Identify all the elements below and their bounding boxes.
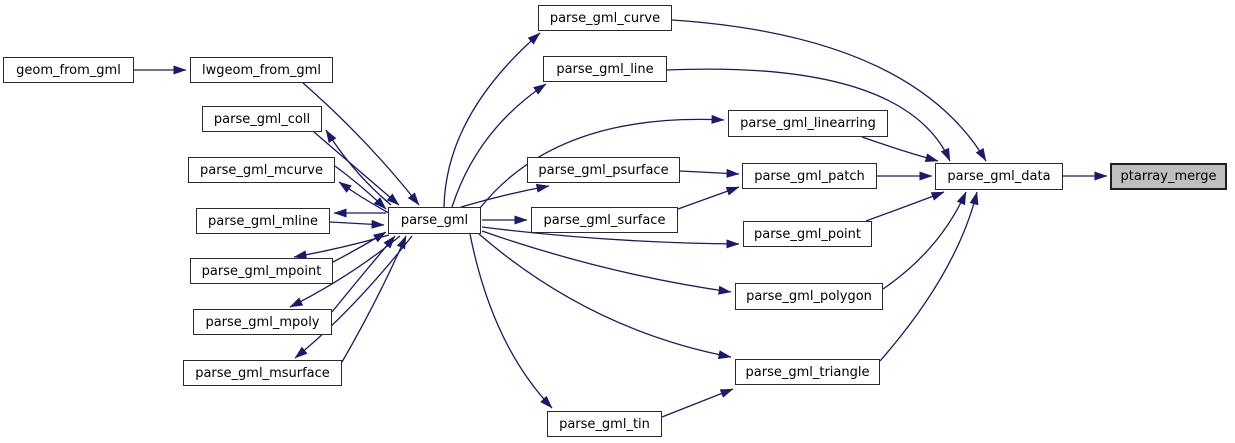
node-parse_gml_tin[interactable]: parse_gml_tin <box>547 411 662 437</box>
edge-parse_gml-to-parse_gml_mpoly <box>289 235 401 308</box>
edge-parse_gml_triangle-to-parse_gml_data <box>879 191 979 362</box>
edge-parse_gml_psurface-to-parse_gml_patch <box>679 168 740 178</box>
edge-parse_gml_mpoly-to-parse_gml <box>331 235 396 313</box>
edge-parse_gml-to-parse_gml_coll <box>325 129 392 206</box>
edge-parse_gml_mline-to-parse_gml <box>329 219 385 229</box>
edge-parse_gml_mcurve-to-parse_gml <box>334 165 387 210</box>
edge-parse_gml-to-parse_gml_linearring <box>479 114 725 209</box>
node-parse_gml_curve[interactable]: parse_gml_curve <box>538 5 672 31</box>
node-parse_gml_surface[interactable]: parse_gml_surface <box>531 207 678 233</box>
edge-parse_gml-to-parse_gml_curve <box>443 32 541 208</box>
edge-parse_gml_msurface-to-parse_gml <box>341 235 407 363</box>
node-parse_gml_point[interactable]: parse_gml_point <box>743 221 872 247</box>
edge-parse_gml-to-parse_gml_mpoint <box>293 234 390 260</box>
node-parse_gml_msurface[interactable]: parse_gml_msurface <box>183 360 342 386</box>
node-ptarray_merge: ptarray_merge <box>1110 163 1227 190</box>
edge-parse_gml_coll-to-parse_gml <box>313 131 400 206</box>
edge-parse_gml-to-parse_gml_line <box>451 83 547 208</box>
node-parse_gml_triangle[interactable]: parse_gml_triangle <box>735 359 880 385</box>
node-parse_gml_mpoly[interactable]: parse_gml_mpoly <box>193 309 332 335</box>
node-parse_gml_mpoint[interactable]: parse_gml_mpoint <box>190 258 333 284</box>
node-geom_from_gml[interactable]: geom_from_gml <box>3 57 134 83</box>
edge-parse_gml-to-parse_gml_msurface <box>294 235 413 359</box>
edge-parse_gml-to-parse_gml_tin <box>469 233 553 409</box>
node-parse_gml_psurface[interactable]: parse_gml_psurface <box>527 157 680 183</box>
node-parse_gml_line[interactable]: parse_gml_line <box>543 56 667 82</box>
edge-parse_gml-to-parse_gml_mcurve <box>338 181 390 214</box>
node-lwgeom_from_gml[interactable]: lwgeom_from_gml <box>190 57 333 83</box>
node-parse_gml_coll[interactable]: parse_gml_coll <box>202 106 322 132</box>
node-parse_gml_linearring[interactable]: parse_gml_linearring <box>728 110 888 137</box>
edge-parse_gml-to-parse_gml_psurface <box>460 183 550 208</box>
edge-parse_gml_line-to-parse_gml_data <box>666 68 951 162</box>
node-parse_gml_mcurve[interactable]: parse_gml_mcurve <box>188 157 335 183</box>
node-parse_gml[interactable]: parse_gml <box>388 207 481 234</box>
edge-parse_gml_tin-to-parse_gml_triangle <box>661 388 734 418</box>
edge-parse_gml_polygon-to-parse_gml_data <box>882 191 967 290</box>
edge-parse_gml-to-parse_gml_polygon <box>481 230 732 295</box>
node-parse_gml_patch[interactable]: parse_gml_patch <box>742 163 877 189</box>
node-parse_gml_mline[interactable]: parse_gml_mline <box>196 208 330 234</box>
edge-parse_gml-to-parse_gml_triangle <box>478 233 732 360</box>
node-parse_gml_data[interactable]: parse_gml_data <box>935 163 1063 190</box>
edge-parse_gml_surface-to-parse_gml_patch <box>677 186 740 210</box>
edge-parse_gml_point-to-parse_gml_data <box>865 191 945 222</box>
edge-parse_gml_mpoint-to-parse_gml <box>332 231 387 263</box>
edge-parse_gml-to-parse_gml_point <box>481 226 740 249</box>
edge-parse_gml_curve-to-parse_gml_data <box>671 19 987 162</box>
edge-parse_gml_linearring-to-parse_gml_data <box>861 136 939 163</box>
edge-lwgeom_from_gml-to-parse_gml <box>302 82 420 206</box>
node-parse_gml_polygon[interactable]: parse_gml_polygon <box>735 283 883 310</box>
